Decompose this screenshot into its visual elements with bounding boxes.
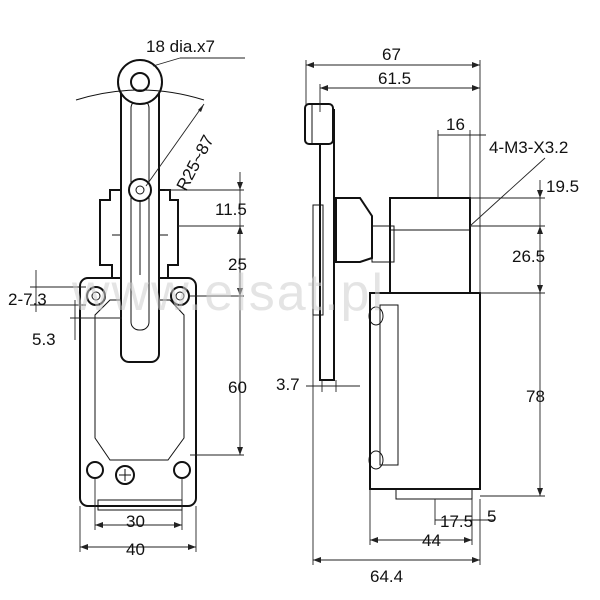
front-swing-arc bbox=[75, 89, 205, 101]
label-radius: R25~87 bbox=[173, 132, 218, 194]
side-arrow-78 bbox=[537, 488, 543, 496]
label-dim-67: 67 bbox=[382, 45, 401, 64]
front-bottom-right-hole bbox=[173, 461, 191, 479]
side-main-body bbox=[369, 292, 481, 490]
side-arrow-67b bbox=[472, 62, 480, 68]
label-dim-44: 44 bbox=[422, 531, 441, 550]
front-arrow-11-5a bbox=[237, 182, 243, 190]
front-lever-hub bbox=[128, 178, 152, 202]
front-arrow-25 bbox=[237, 288, 243, 296]
label-dim-3-7: 3.7 bbox=[276, 375, 300, 394]
label-dim-19-5: 19.5 bbox=[546, 177, 579, 196]
label-dim-16: 16 bbox=[446, 115, 465, 134]
front-body-window bbox=[94, 299, 185, 461]
front-bottom-left-hole bbox=[86, 461, 104, 479]
side-arrow-64a bbox=[313, 557, 321, 563]
side-base-foot bbox=[395, 488, 473, 500]
label-dim-61-5: 61.5 bbox=[378, 69, 411, 88]
front-lever-hub-inner bbox=[135, 185, 145, 195]
side-arrow-67a bbox=[306, 62, 314, 68]
front-roller-leader bbox=[152, 57, 181, 67]
front-arrow-40a bbox=[80, 544, 88, 550]
side-body-boss-top bbox=[368, 306, 384, 326]
front-roller bbox=[117, 59, 163, 105]
watermark: www.elsat.pl bbox=[71, 264, 385, 322]
front-head-housing bbox=[99, 189, 179, 279]
front-top-right-hole-inner bbox=[175, 291, 185, 301]
front-roller-axle bbox=[130, 72, 150, 92]
side-mount-plate bbox=[319, 109, 335, 381]
front-arrow-60 bbox=[237, 447, 243, 455]
front-top-left-hole-inner bbox=[91, 291, 101, 301]
side-arrow-26-5a bbox=[537, 226, 543, 234]
side-body-boss-bottom bbox=[368, 450, 384, 470]
side-thread-leader bbox=[469, 157, 546, 227]
side-head-block bbox=[389, 197, 471, 294]
side-body-rib bbox=[379, 304, 399, 466]
front-top-left-hole bbox=[86, 286, 106, 306]
label-dim-11-5: 11.5 bbox=[215, 200, 247, 219]
front-top-right-hole bbox=[170, 286, 190, 306]
front-ground-screw bbox=[115, 465, 135, 485]
front-arrow-30a bbox=[95, 522, 103, 528]
front-radius-arrow bbox=[198, 104, 204, 112]
label-dim-thread: 4-M3-X3.2 bbox=[489, 138, 568, 157]
label-dim-40: 40 bbox=[126, 540, 145, 559]
label-dim-64-4: 64.4 bbox=[370, 567, 403, 586]
side-arrow-19-5 bbox=[537, 190, 543, 198]
side-arrow-61a bbox=[320, 85, 328, 91]
front-radius-leader bbox=[145, 103, 205, 187]
label-dim-5-3: 5.3 bbox=[32, 330, 56, 349]
side-plate-flange bbox=[312, 204, 324, 316]
side-arrow-44a bbox=[370, 537, 378, 543]
label-dim-25: 25 bbox=[228, 255, 247, 274]
label-dim-30: 30 bbox=[126, 512, 145, 531]
label-dim-2-7-3: 2-7.3 bbox=[8, 290, 47, 309]
label-dim-17-5: 17.5 bbox=[440, 512, 473, 531]
front-arrow-30b bbox=[174, 522, 182, 528]
front-arrow-11-5b bbox=[237, 226, 243, 234]
label-dim-5: 5 bbox=[487, 507, 496, 526]
label-roller: 18 dia.x7 bbox=[146, 37, 215, 56]
side-roller bbox=[304, 103, 334, 145]
label-dim-26-5: 26.5 bbox=[512, 247, 545, 266]
label-dim-78: 78 bbox=[526, 387, 545, 406]
side-arrow-44b bbox=[464, 537, 472, 543]
label-dim-60: 60 bbox=[228, 378, 247, 397]
side-actuator-neck bbox=[371, 225, 395, 263]
side-actuator-head bbox=[335, 197, 373, 263]
side-arrow-26-5b bbox=[537, 285, 543, 293]
front-arrow-40b bbox=[188, 544, 196, 550]
side-view: 67 61.5 16 4-M3-X3.2 19.5 26.5 78 3.7 17… bbox=[276, 45, 579, 586]
side-arrow-64b bbox=[472, 557, 480, 563]
side-arrow-61b bbox=[472, 85, 480, 91]
